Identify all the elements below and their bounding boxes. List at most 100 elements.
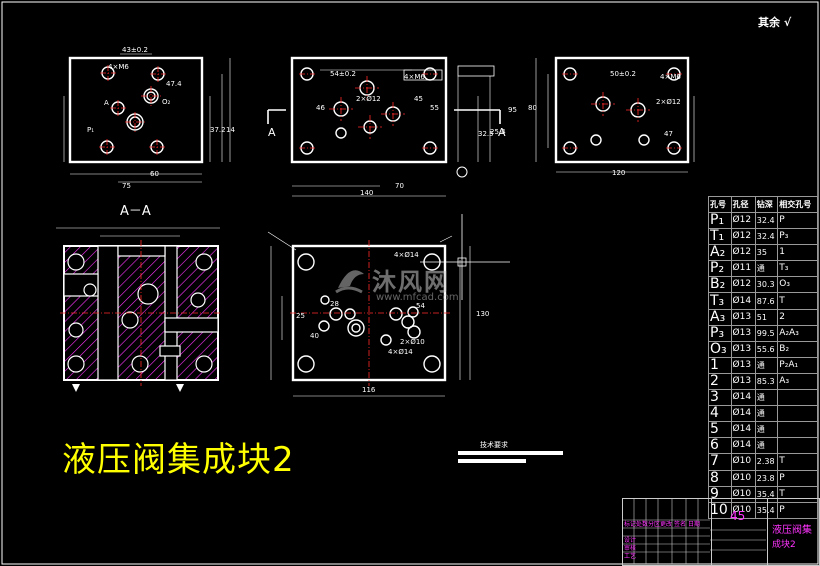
tech-req-line <box>458 459 526 463</box>
hole-table-header-cell: 钻深 <box>754 196 779 213</box>
hole-table-cell: Ø12 <box>730 244 756 262</box>
hole-table-cell: A₃ <box>708 308 732 326</box>
hole-table-header-cell: 孔号 <box>708 196 732 213</box>
view-arrow-right: A <box>498 126 506 139</box>
dimension-label: 60 <box>150 170 159 178</box>
dimension-label: 25.4 <box>490 128 506 136</box>
part-name-line1: 液压阀集 <box>772 525 812 536</box>
hole-table-cell: Ø12 <box>730 276 756 294</box>
dimension-label: 2×Ø12 <box>356 95 381 103</box>
hole-table-cell: 99.5 <box>754 324 779 342</box>
section-label: A－A <box>120 204 151 219</box>
hole-table-cell: 32.4 <box>754 211 779 230</box>
dimension-label: 37.2 <box>210 126 226 134</box>
dimension-label: 45 <box>414 95 423 103</box>
hole-table-cell: Ø12 <box>730 211 756 230</box>
dimension-label: A <box>104 99 109 107</box>
svg-text:处数: 处数 <box>636 520 648 528</box>
svg-text:分区: 分区 <box>648 520 660 528</box>
hole-table-cell: 4 <box>708 405 732 423</box>
hole-table-cell: Ø14 <box>730 437 756 455</box>
dimension-label: 4×M6 <box>660 73 681 81</box>
hole-table-cell: A₂ <box>708 244 732 262</box>
hole-table-cell: 51 <box>754 308 779 326</box>
title-block: 45 液压阀集 成块2 <box>622 498 820 566</box>
hole-table-cell: Ø14 <box>730 292 756 310</box>
hole-table-cell: T₁ <box>708 228 732 246</box>
tech-req-line <box>458 451 563 455</box>
hole-table-cell: 通 <box>754 260 779 278</box>
hole-table-cell: P₁ <box>708 211 732 230</box>
hole-table-cell: Ø13 <box>730 340 756 358</box>
svg-text:标记: 标记 <box>624 520 636 528</box>
hole-table-cell: Ø13 <box>730 324 756 342</box>
hole-table-cell: 30.3 <box>754 276 779 294</box>
dimension-label: 50±0.2 <box>610 70 636 78</box>
dimension-label: 14 <box>226 126 235 134</box>
hole-table-cell: O₃ <box>708 340 732 358</box>
hole-table-cell: 1 <box>708 356 732 374</box>
view1-outline <box>68 56 204 164</box>
dimension-label: 140 <box>360 189 373 197</box>
dimension-label: 54 <box>416 302 425 310</box>
section-view <box>56 227 220 392</box>
hole-table-cell: B₂ <box>777 340 818 358</box>
hole-table-cell: 55.6 <box>754 340 779 358</box>
view-top-middle <box>290 56 495 197</box>
dimension-label: 32.5 <box>478 130 494 138</box>
hole-table-cell: T <box>777 292 818 310</box>
hole-table-cell: Ø10 <box>730 453 756 471</box>
dimension-label: O₂ <box>162 98 171 106</box>
hole-table-cell <box>777 421 818 439</box>
view-top-left <box>63 53 231 183</box>
hole-table-header-cell: 孔径 <box>730 196 756 213</box>
hole-table-cell: 通 <box>754 389 779 407</box>
hole-table-cell: P₂A₁ <box>777 356 818 374</box>
hole-table-cell: Ø10 <box>730 501 756 519</box>
dimension-label: 75 <box>122 182 131 190</box>
hole-table-cell: 通 <box>754 405 779 423</box>
hole-table-cell: 5 <box>708 421 732 439</box>
dimension-label: 2×Ø10 <box>400 338 425 346</box>
hole-table-cell: Ø13 <box>730 372 756 391</box>
hole-table-cell: Ø14 <box>730 421 756 439</box>
hole-table-cell: Ø14 <box>730 389 756 407</box>
hole-table-header: 孔号孔径钻深相交孔号 <box>708 196 818 213</box>
hole-table-header-cell: 相交孔号 <box>777 196 818 213</box>
part-name-line2: 成块2 <box>772 540 796 550</box>
watermark-brand: 沐风网 <box>372 268 450 296</box>
svg-text:审核: 审核 <box>624 544 636 552</box>
dimension-label: 95 <box>508 106 517 114</box>
dimension-label: 55 <box>430 104 439 112</box>
hole-table-cell: Ø14 <box>730 405 756 423</box>
hole-table-cell: Ø10 <box>730 469 756 487</box>
svg-text:日期: 日期 <box>688 520 700 528</box>
dimension-label: P₁ <box>87 126 94 134</box>
dimension-label: 80 <box>528 104 537 112</box>
roughness-note: 其余 √ <box>758 16 792 29</box>
hole-table-cell: A₃ <box>777 372 818 391</box>
hole-table-cell: Ø13 <box>730 308 756 326</box>
hole-table-cell <box>777 389 818 407</box>
hole-table-cell: 1 <box>777 244 818 262</box>
hole-table-cell: 2.38 <box>754 453 779 471</box>
svg-text:更改: 更改 <box>660 520 672 528</box>
svg-text:签名: 签名 <box>674 520 686 528</box>
hole-table-cell <box>777 437 818 455</box>
hole-table-cell: P <box>777 469 818 487</box>
title-block-material: 45 <box>711 499 768 565</box>
view3-outline <box>554 56 690 164</box>
material-number: 45 <box>730 509 746 523</box>
